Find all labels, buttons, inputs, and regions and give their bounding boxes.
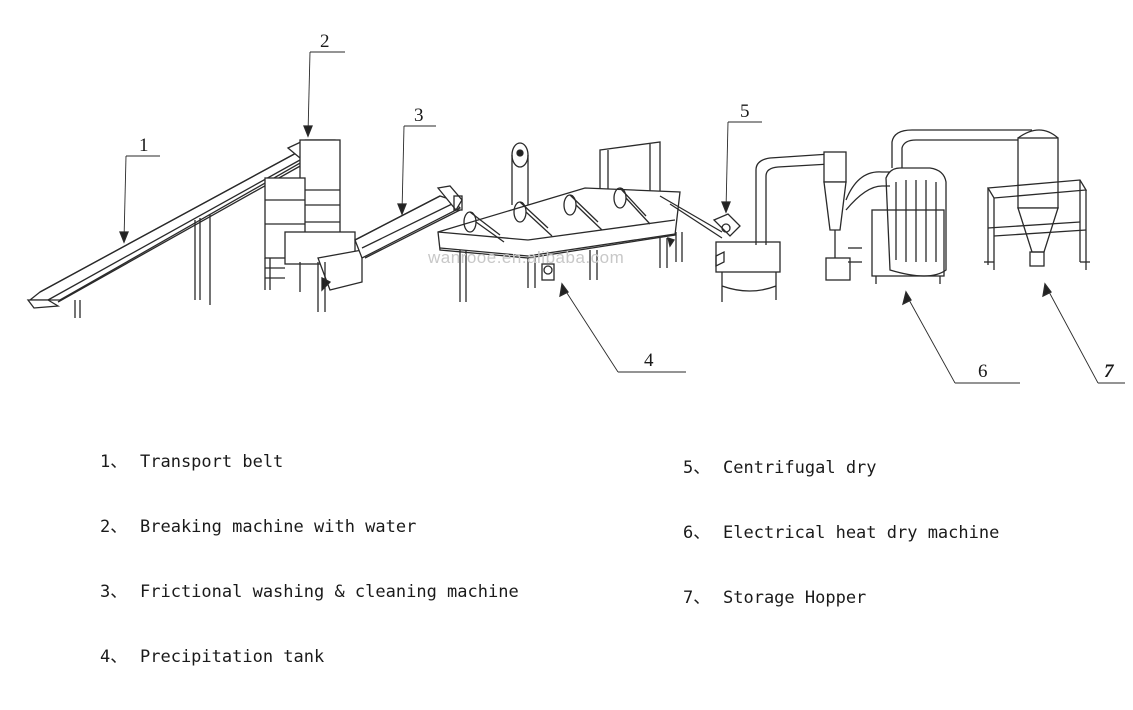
legend-item: 2、 Breaking machine with water <box>100 515 519 540</box>
legend-number: 1、 <box>100 452 128 472</box>
callout-2: 2 <box>320 31 330 52</box>
legend-number: 2、 <box>100 517 128 537</box>
legend: 1、 Transport belt 2、 Breaking machine wi… <box>0 0 999 667</box>
callout-leaders <box>119 51 1125 384</box>
legend-label: Electrical heat dry machine <box>723 523 1000 543</box>
legend-item: 1、 Transport belt <box>100 450 519 475</box>
storage-hopper <box>984 129 1090 270</box>
legend-item: 5、 Centrifugal dry <box>683 456 999 481</box>
callout-7: 7 <box>1104 361 1114 382</box>
electrical-heat-dryer <box>823 129 1032 284</box>
precipitation-tank <box>437 141 723 302</box>
legend-number: 3、 <box>100 582 128 602</box>
transport-belt <box>26 151 303 318</box>
legend-item: 6、 Electrical heat dry machine <box>683 521 999 546</box>
legend-label: Breaking machine with water <box>140 517 417 537</box>
legend-label: Frictional washing & cleaning machine <box>140 582 519 602</box>
legend-item: 3、 Frictional washing & cleaning machine <box>100 580 519 605</box>
legend-number: 4、 <box>100 647 128 667</box>
callout-1: 1 <box>139 135 149 156</box>
callout-4: 4 <box>644 350 654 371</box>
frictional-washing-machine <box>354 185 463 259</box>
callout-5: 5 <box>740 101 750 122</box>
legend-item: 7、 Storage Hopper <box>683 586 999 611</box>
legend-column-right: 5、 Centrifugal dry 6、 Electrical heat dr… <box>683 416 999 651</box>
legend-label: Precipitation tank <box>140 647 325 667</box>
callout-6: 6 <box>978 361 988 382</box>
centrifugal-dryer <box>712 153 831 302</box>
legend-item: 4、 Precipitation tank <box>100 645 519 670</box>
legend-number: 5、 <box>683 458 711 478</box>
breaking-machine <box>264 139 363 312</box>
legend-label: Storage Hopper <box>723 588 867 608</box>
legend-label: Transport belt <box>140 452 284 472</box>
legend-column-left: 1、 Transport belt 2、 Breaking machine wi… <box>100 410 519 710</box>
legend-number: 6、 <box>683 523 711 543</box>
legend-label: Centrifugal dry <box>723 458 877 478</box>
watermark: wanrooe.en.alibaba.com <box>428 248 625 267</box>
callout-3: 3 <box>414 105 424 126</box>
legend-number: 7、 <box>683 588 711 608</box>
process-diagram <box>26 51 1125 384</box>
